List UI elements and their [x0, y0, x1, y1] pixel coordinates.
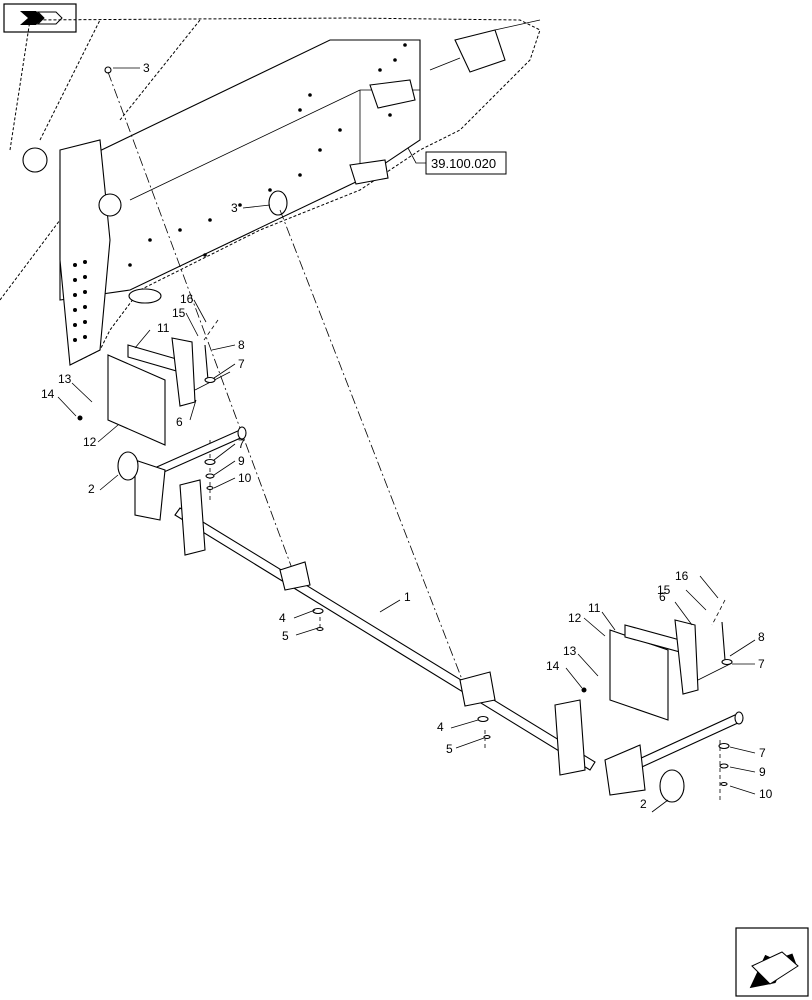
callout-13-left: 13: [58, 372, 72, 386]
callout-6-left: 6: [176, 415, 183, 429]
callout-9-right: 9: [759, 765, 766, 779]
next-page-icon[interactable]: [735, 927, 809, 997]
callout-1: 1: [404, 590, 411, 604]
callout-4-left: 4: [279, 611, 286, 625]
callout-11-left: 11: [157, 321, 170, 335]
callout-12-right: 12: [568, 611, 582, 625]
callout-5-left: 5: [282, 629, 289, 643]
callout-8-left: 8: [238, 338, 245, 352]
callout-4-right: 4: [437, 720, 444, 734]
callout-2-left: 2: [88, 482, 95, 496]
callout-15-left: 15: [172, 306, 186, 320]
callout-7-left-a: 7: [238, 357, 245, 371]
callout-9-left: 9: [238, 454, 245, 468]
callout-14-left: 14: [41, 387, 55, 401]
callout-16-right: 16: [675, 569, 689, 583]
callout-2-right: 2: [640, 797, 647, 811]
axle-bar: [117, 426, 744, 803]
callout-14-right: 14: [546, 659, 560, 673]
callout-7-left-b: 7: [238, 437, 245, 451]
callout-10-left: 10: [238, 471, 252, 485]
callout-7-right-a: 7: [758, 657, 765, 671]
callout-8-right: 8: [758, 630, 765, 644]
callout-15-right: 15: [657, 583, 671, 597]
callout-10-right: 10: [759, 787, 773, 801]
previous-page-icon[interactable]: [3, 3, 77, 33]
callout-3-mid: 3: [231, 201, 238, 215]
reference-box[interactable]: 39.100.020: [407, 147, 507, 175]
right-reflector-assembly: [581, 619, 733, 721]
callout-16-left: 16: [180, 292, 194, 306]
callout-13-right: 13: [563, 644, 577, 658]
callout-7-right-b: 7: [759, 746, 766, 760]
callout-3-top: 3: [143, 61, 150, 75]
callout-12-left: 12: [83, 435, 97, 449]
callout-11-right: 11: [588, 601, 601, 615]
callout-6-right: 6: [659, 590, 666, 604]
washers: [204, 458, 730, 787]
reference-box-label: 39.100.020: [431, 156, 496, 171]
machine-frame: [0, 17, 541, 366]
callout-5-right: 5: [446, 742, 453, 756]
callouts: 3 3 16 15 11 8 7 13 14 6 12 7 9 10 2 1 4: [41, 61, 773, 813]
left-reflector-assembly: [77, 337, 231, 446]
